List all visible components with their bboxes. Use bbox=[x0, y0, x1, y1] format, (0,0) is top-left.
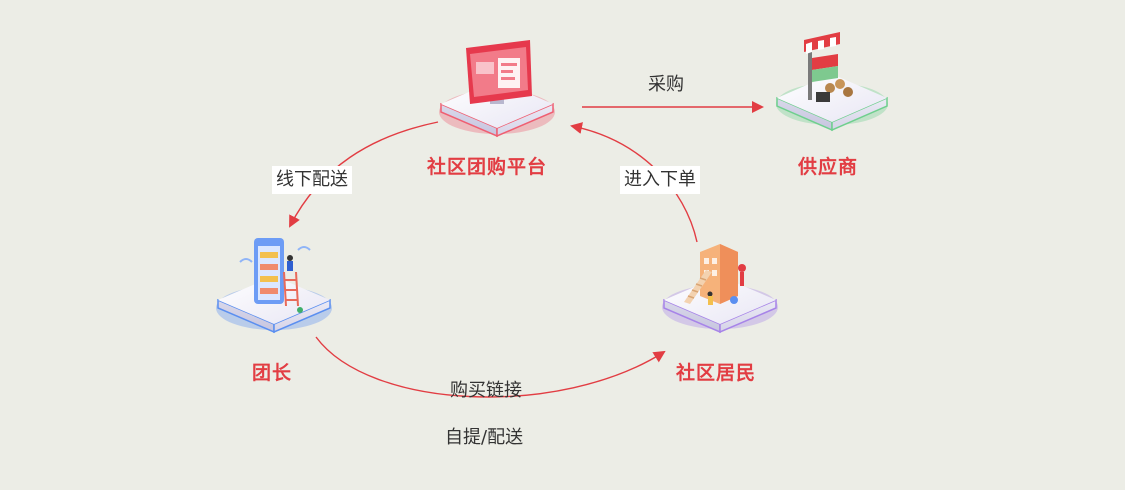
platform-label: 社区团购平台 bbox=[427, 156, 548, 178]
arrow-buy-link bbox=[315, 336, 666, 398]
place-order-label: 进入下单 bbox=[620, 166, 700, 194]
market-stall-icon bbox=[804, 32, 853, 102]
computer-screen-icon bbox=[466, 40, 532, 104]
supplier-label: 供应商 bbox=[798, 156, 859, 178]
procure-label: 采购 bbox=[648, 74, 684, 95]
pickup-delivery-label: 自提/配送 bbox=[445, 427, 524, 448]
building-stairs-icon bbox=[684, 244, 746, 305]
leader-node bbox=[216, 238, 332, 334]
phone-ladder-icon bbox=[239, 238, 311, 313]
offline-delivery-label: 线下配送 bbox=[272, 166, 352, 194]
residents-node bbox=[662, 244, 778, 334]
platform-node bbox=[439, 40, 555, 138]
leader-label: 团长 bbox=[252, 362, 293, 384]
buy-link-label: 购买链接 bbox=[450, 380, 522, 401]
residents-label: 社区居民 bbox=[676, 362, 757, 384]
arrow-offline-delivery bbox=[289, 121, 439, 228]
supplier-node bbox=[776, 32, 888, 132]
